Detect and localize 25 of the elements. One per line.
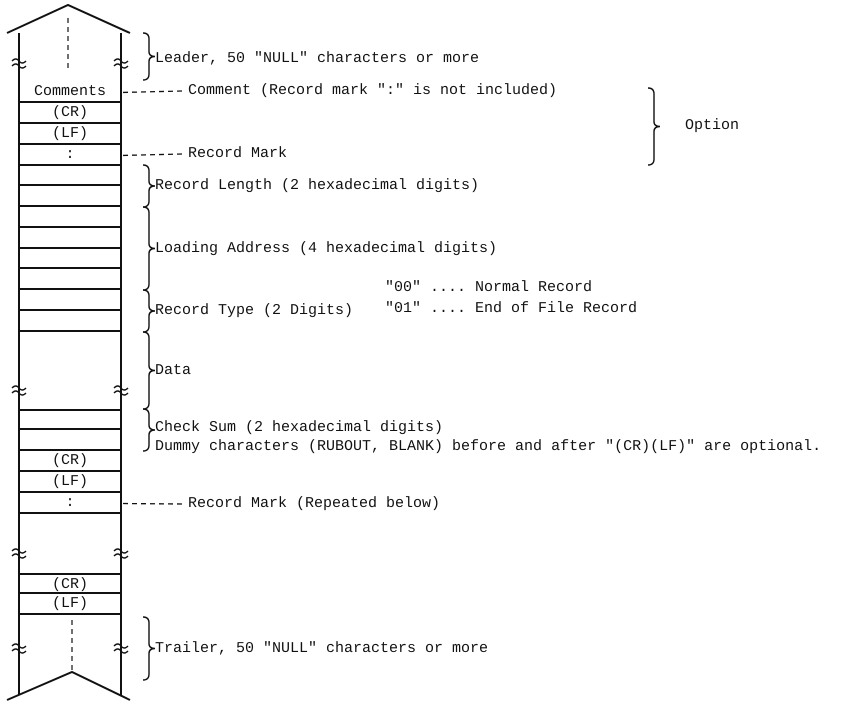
tape-cell: (LF) bbox=[20, 124, 120, 145]
annotation-text: "00" .... Normal Record bbox=[385, 279, 592, 297]
annotation-text: Data bbox=[155, 362, 192, 380]
annotation-text: Trailer, 50 "NULL" characters or more bbox=[155, 640, 488, 658]
annotation-text: Loading Address (4 hexadecimal digits) bbox=[155, 240, 498, 258]
annotation-text: Check Sum (2 hexadecimal digits) bbox=[155, 419, 444, 437]
leader-line bbox=[120, 502, 182, 505]
tape-cell bbox=[20, 409, 120, 430]
tape-cell: (LF) bbox=[20, 472, 120, 493]
annotation-text: "01" .... End of File Record bbox=[385, 300, 638, 318]
callout-text: Record Mark bbox=[182, 145, 288, 163]
tape-cell: (CR) bbox=[20, 573, 120, 594]
annotation-text: Dummy characters (RUBOUT, BLANK) before and after "(CR)(LF)" are optional. bbox=[155, 438, 822, 456]
annotation-text: Leader, 50 "NULL" characters or more bbox=[155, 50, 480, 68]
callout-text: Record Mark (Repeated below) bbox=[182, 495, 440, 513]
tape-cell: (CR) bbox=[20, 451, 120, 472]
tape-cell: (LF) bbox=[20, 594, 120, 615]
annotation-text: Record Type (2 Digits) bbox=[155, 302, 354, 320]
callout-text: Comment (Record mark ":" is not included) bbox=[182, 82, 558, 100]
tape-cell: : bbox=[20, 493, 120, 514]
annotation-text: Option bbox=[685, 117, 740, 135]
tape-cell: Comments bbox=[20, 82, 120, 103]
tape-cell: (CR) bbox=[20, 103, 120, 124]
annotation-text: Record Length (2 hexadecimal digits) bbox=[155, 177, 480, 195]
tape-cell: : bbox=[20, 145, 120, 166]
